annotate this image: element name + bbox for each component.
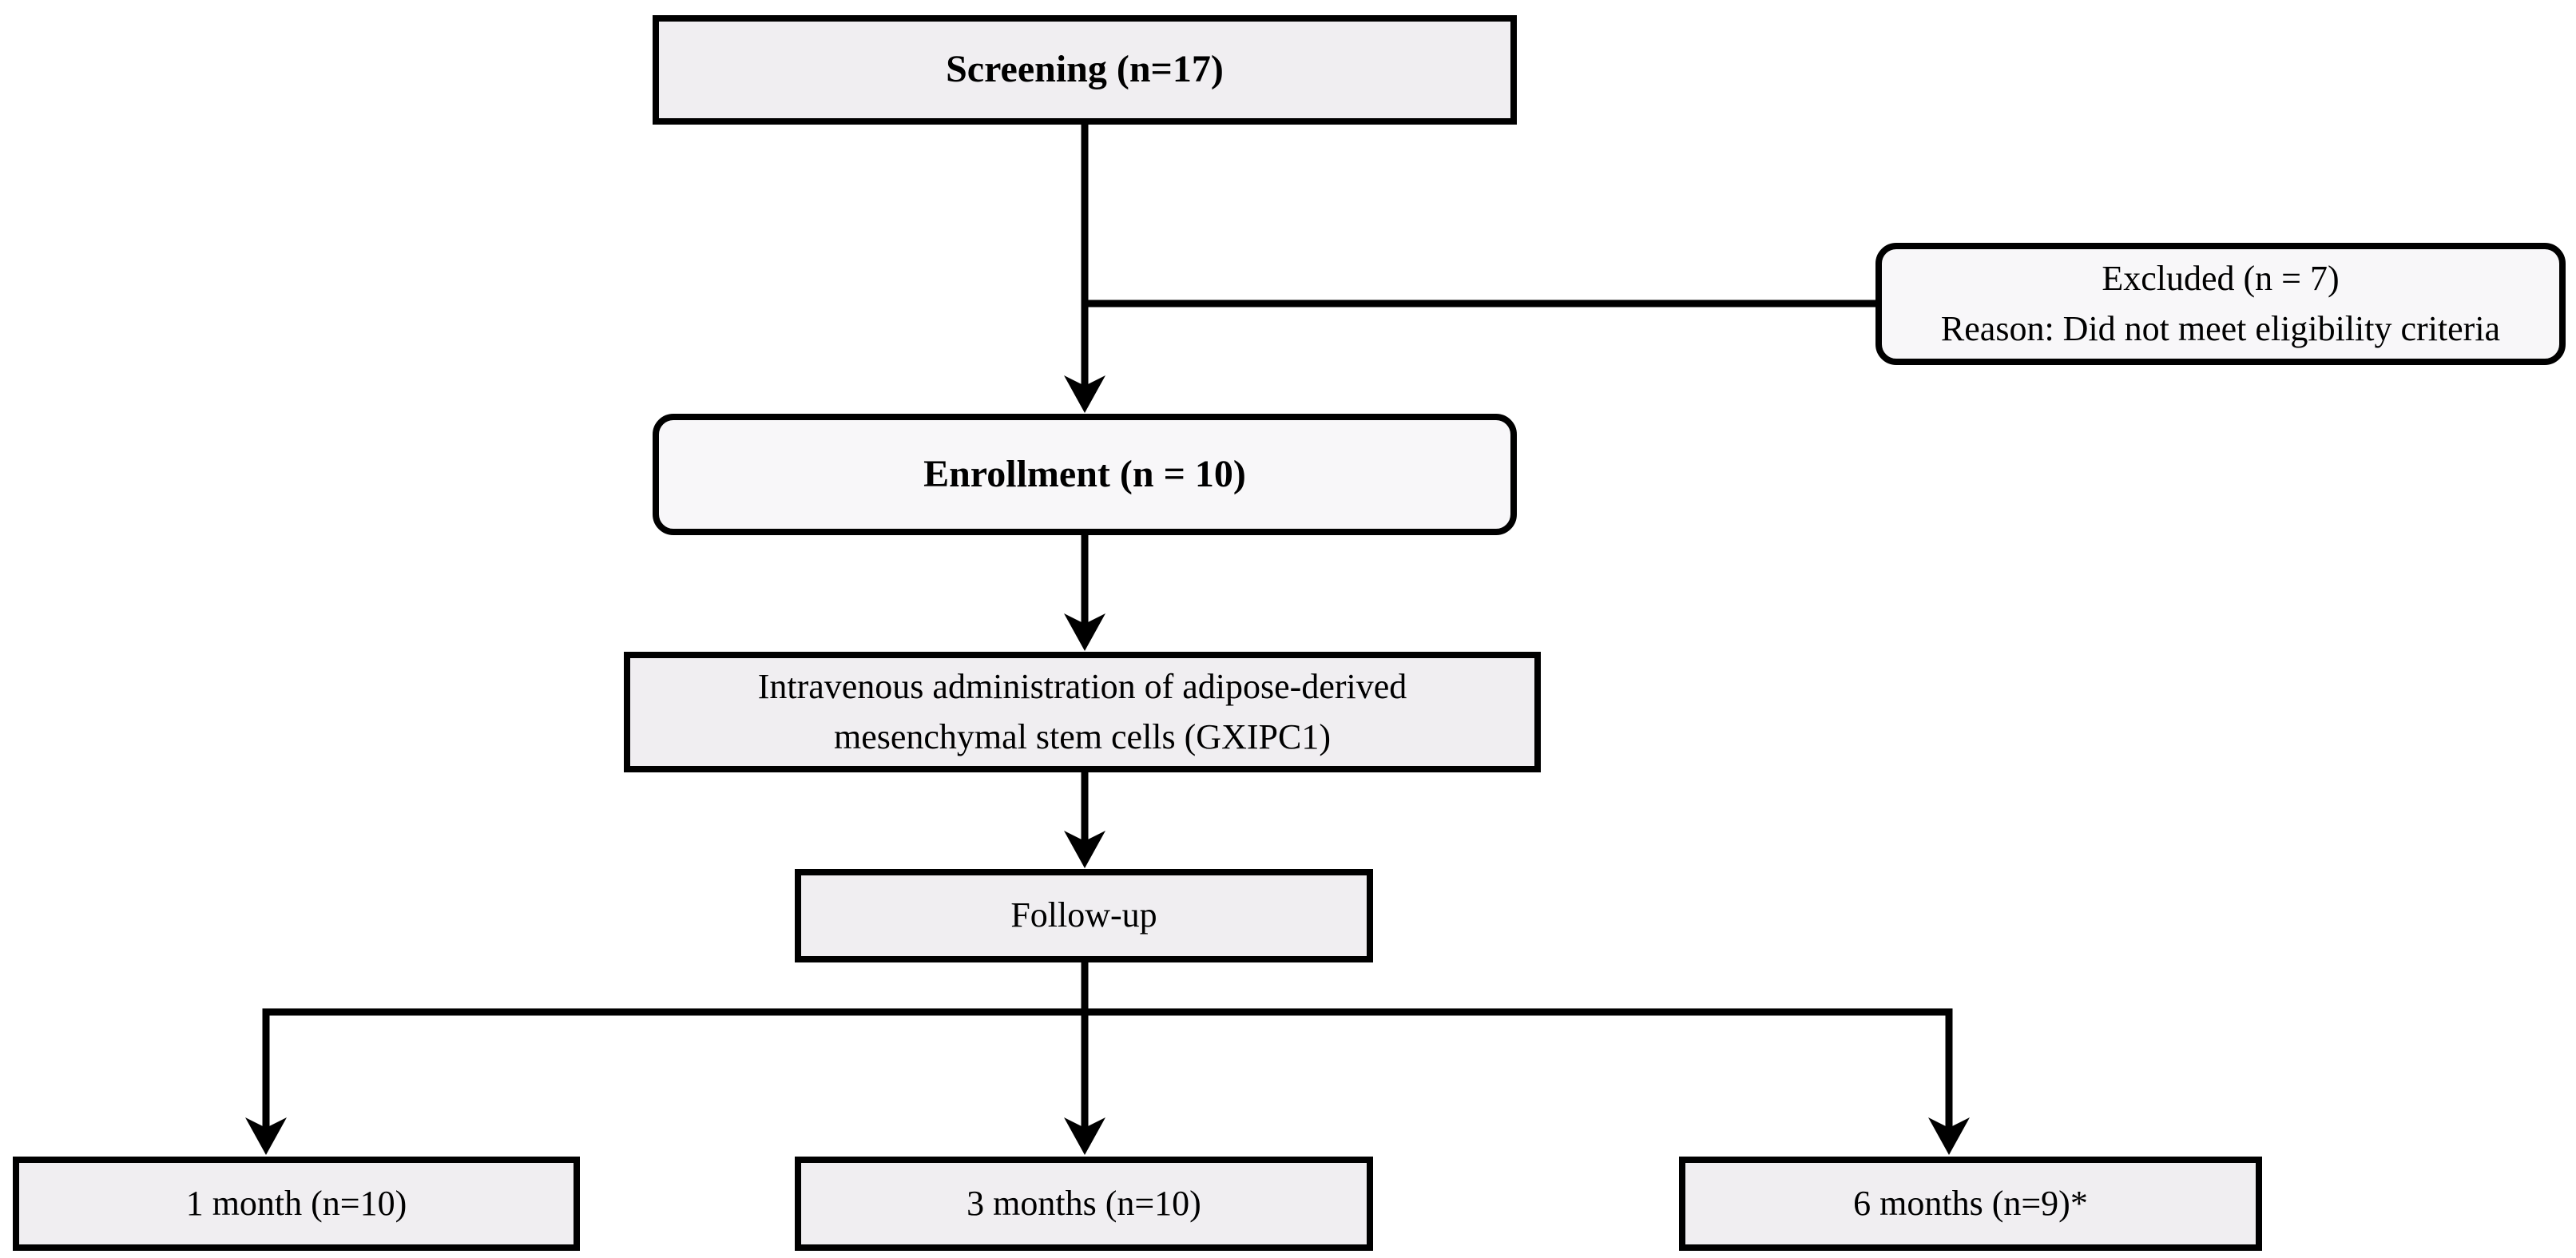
arrowhead-intervention (1064, 613, 1105, 651)
connector-bottom-rail (262, 1008, 1953, 1128)
followup-box: Follow-up (795, 869, 1373, 962)
arrowhead-month6 (1928, 1117, 1970, 1155)
arrowhead-month3 (1064, 1117, 1105, 1155)
arrowhead-enrollment (1064, 375, 1105, 413)
excluded-box: Excluded (n = 7) Reason: Did not meet el… (1875, 243, 2566, 365)
arrowhead-followup (1064, 831, 1105, 868)
month6-box: 6 months (n=9)* (1679, 1157, 2262, 1251)
month3-box: 3 months (n=10) (795, 1157, 1373, 1251)
intervention-box: Intravenous administration of adipose-de… (624, 652, 1541, 772)
screening-box: Screening (n=17) (653, 15, 1517, 125)
enrollment-box: Enrollment (n = 10) (653, 414, 1517, 535)
month1-box: 1 month (n=10) (13, 1157, 580, 1251)
arrowhead-month1 (245, 1117, 287, 1155)
